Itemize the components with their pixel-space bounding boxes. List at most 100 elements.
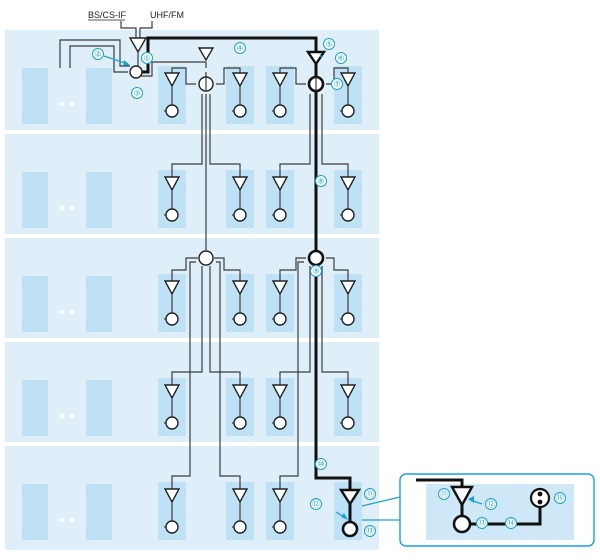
room-amplifier	[339, 72, 357, 88]
room-tap-set	[163, 280, 357, 326]
marker-3: ③	[131, 87, 143, 99]
ellipsis-dot	[59, 205, 65, 211]
svg-text:⑮: ⑮	[556, 494, 564, 503]
callout-marker-15: ⑮	[554, 492, 566, 504]
room-amplifier	[163, 384, 181, 400]
room-amplifier	[271, 176, 289, 192]
splitter-floor5-left	[198, 76, 214, 92]
room-tap-set	[163, 384, 357, 430]
room-amplifier	[231, 176, 249, 192]
callout-marker-11: ⑪	[438, 488, 450, 500]
unit-left-b	[86, 172, 112, 228]
source-label-uhf-fm: UHF/FM	[150, 10, 184, 20]
tv-outlet	[233, 416, 247, 430]
zoom-callout	[361, 473, 595, 547]
tv-outlet	[273, 104, 287, 118]
tv-outlet	[341, 208, 355, 222]
source-label-bs-cs-if: BS/CS-IF	[88, 10, 127, 20]
ellipsis-dot	[69, 101, 75, 107]
svg-text:④: ④	[236, 44, 243, 53]
branch-amplifier	[197, 47, 215, 62]
tv-outlet	[233, 104, 247, 118]
svg-text:③: ③	[133, 89, 140, 98]
room-tap-set	[163, 72, 357, 118]
room-amplifier	[339, 176, 357, 192]
splitter-floor3-right	[307, 249, 325, 267]
room-tap-set	[163, 176, 357, 222]
splitter-floor3-left	[198, 250, 214, 266]
room-amplifier	[271, 280, 289, 296]
unit-left-a	[22, 68, 48, 124]
svg-text:⑧: ⑧	[317, 177, 324, 186]
svg-text:⑪: ⑪	[366, 490, 374, 499]
callout-marker-14: ⑭	[505, 517, 517, 529]
tv-outlet	[233, 208, 247, 222]
room-amplifier	[231, 72, 249, 88]
unit-left-a	[22, 276, 48, 332]
pointer-arrows	[103, 53, 483, 520]
socket-pin	[537, 491, 543, 497]
tv-outlet	[273, 520, 287, 534]
tv-outlet	[165, 104, 179, 118]
room-amplifier	[163, 72, 181, 88]
floor-3	[5, 238, 379, 338]
tv-outlet	[341, 312, 355, 326]
callout-amplifier	[449, 485, 475, 508]
unit-left-b	[86, 276, 112, 332]
ellipsis-dot	[59, 413, 65, 419]
room-amplifier	[163, 176, 181, 192]
highlighted-room-amplifier	[338, 488, 362, 507]
callout-marker-13: ⑬	[476, 517, 488, 529]
tv-outlet	[273, 416, 287, 430]
room-amplifier	[231, 488, 249, 504]
marker-1: ①	[141, 52, 153, 64]
unit-left-a	[22, 380, 48, 436]
callout-tv-socket	[529, 487, 551, 509]
marker-11: ⑪	[364, 488, 376, 500]
ellipsis-dot	[69, 517, 75, 523]
unit-left-a	[22, 484, 48, 540]
building-floors	[5, 30, 379, 550]
room-amplifier	[339, 280, 357, 296]
svg-text:⑨: ⑨	[312, 267, 319, 276]
tv-outlet	[165, 416, 179, 430]
ellipsis-dot	[69, 205, 75, 211]
marker-5: ⑤	[323, 38, 335, 50]
svg-text:⑥: ⑥	[337, 54, 344, 63]
callout-marker-12: ⑫	[485, 498, 497, 510]
svg-text:⑫: ⑫	[487, 500, 495, 509]
tv-outlet	[233, 520, 247, 534]
floor-2	[5, 342, 379, 442]
callout-outlet	[452, 514, 472, 534]
marker-10: ⑩	[315, 458, 327, 470]
tv-outlet	[341, 416, 355, 430]
marker-4: ④	[234, 42, 246, 54]
marker-6: ⑥	[335, 52, 347, 64]
room-amplifier	[231, 384, 249, 400]
callout-room	[426, 484, 574, 540]
unit-left-b	[86, 380, 112, 436]
marker-9: ⑨	[310, 265, 322, 277]
splitter-floor5-right	[307, 75, 325, 93]
marker-8: ⑧	[315, 175, 327, 187]
unit-left-b	[86, 68, 112, 124]
unit-left-a	[22, 172, 48, 228]
marker-2: ②	[92, 48, 104, 60]
svg-text:⑬: ⑬	[478, 519, 486, 528]
tv-outlet	[165, 208, 179, 222]
tv-outlet	[233, 312, 247, 326]
mixer-circle	[129, 65, 143, 79]
branch-wiring	[140, 61, 349, 489]
svg-text:⑫: ⑫	[312, 500, 320, 509]
svg-text:⑦: ⑦	[333, 80, 340, 89]
svg-text:⑪: ⑪	[440, 490, 448, 499]
room-tap-set	[163, 488, 362, 538]
room-amplifier	[163, 280, 181, 296]
room-amplifier	[271, 384, 289, 400]
tv-outlet	[165, 520, 179, 534]
marker-7: ⑦	[331, 78, 343, 90]
unit-left-b	[86, 484, 112, 540]
svg-text:②: ②	[94, 50, 101, 59]
room-amplifier	[231, 280, 249, 296]
